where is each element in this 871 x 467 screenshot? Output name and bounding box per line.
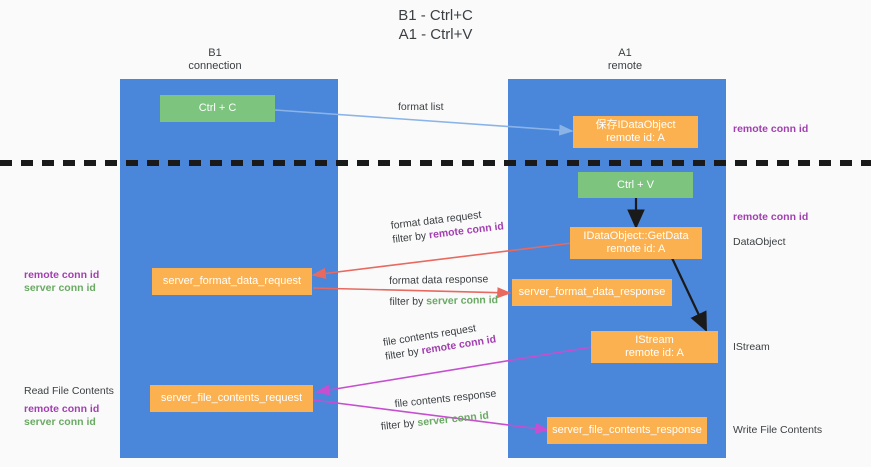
annotation-dataobject: DataObject bbox=[733, 236, 786, 248]
annotation-left-server-conn-id: server conn id bbox=[24, 282, 96, 294]
node-save-idataobject[interactable]: 保存IDataObject remote id: A bbox=[573, 116, 698, 148]
edge-label-file-contents-response: file contents response filter by server … bbox=[378, 387, 499, 434]
edge-label-format-data-response: format data response filter by server co… bbox=[389, 272, 498, 309]
edge-label-file-contents-request: file contents request filter by remote c… bbox=[382, 318, 497, 363]
annotation-write-file-contents: Write File Contents bbox=[733, 424, 823, 436]
annotation-read-file-contents: Read File Contents bbox=[24, 385, 114, 397]
filter-key-server-conn-id: server conn id bbox=[416, 409, 490, 429]
node-ctrl-v[interactable]: Ctrl + V bbox=[578, 172, 693, 198]
diagram-title: B1 - Ctrl+C A1 - Ctrl+V bbox=[398, 7, 473, 43]
edge-label-file-contents-response-filter: filter by server conn id bbox=[380, 408, 499, 434]
filter-prefix: filter by bbox=[391, 229, 430, 246]
filter-prefix: filter by bbox=[380, 417, 419, 433]
node-server-format-data-response[interactable]: server_format_data_response bbox=[512, 279, 672, 306]
annotation-remote-conn-id-top: remote conn id bbox=[733, 123, 809, 135]
node-ctrl-c[interactable]: Ctrl + C bbox=[160, 95, 275, 122]
column-header-left: B1 connection bbox=[188, 47, 242, 72]
node-idataobject-getdata[interactable]: IDataObject::GetData remote id: A bbox=[570, 227, 702, 259]
node-server-format-data-request[interactable]: server_format_data_request bbox=[152, 268, 312, 295]
edge-label-format-data-response-text: format data response bbox=[389, 273, 489, 287]
filter-key-server-conn-id: server conn id bbox=[426, 294, 499, 308]
node-server-file-contents-response[interactable]: server_file_contents_response bbox=[547, 417, 707, 444]
node-istream[interactable]: IStream remote id: A bbox=[591, 331, 718, 363]
annotation-left-server-conn-id-2: server conn id bbox=[24, 416, 96, 428]
filter-prefix: filter by bbox=[389, 295, 427, 308]
column-header-right: A1 remote bbox=[607, 47, 643, 72]
edge-label-format-list: format list bbox=[398, 101, 444, 113]
annotation-left-remote-conn-id: remote conn id bbox=[24, 269, 100, 281]
edge-label-format-data-request: format data request filter by remote con… bbox=[390, 205, 505, 246]
node-server-file-contents-request[interactable]: server_file_contents_request bbox=[150, 385, 313, 412]
annotation-remote-conn-id-mid: remote conn id bbox=[733, 211, 809, 223]
edge-label-file-contents-response-text: file contents response bbox=[394, 387, 497, 411]
annotation-istream: IStream bbox=[733, 341, 770, 353]
edge-label-format-data-response-filter: filter by server conn id bbox=[389, 293, 498, 309]
annotation-left-remote-conn-id-2: remote conn id bbox=[24, 403, 100, 415]
